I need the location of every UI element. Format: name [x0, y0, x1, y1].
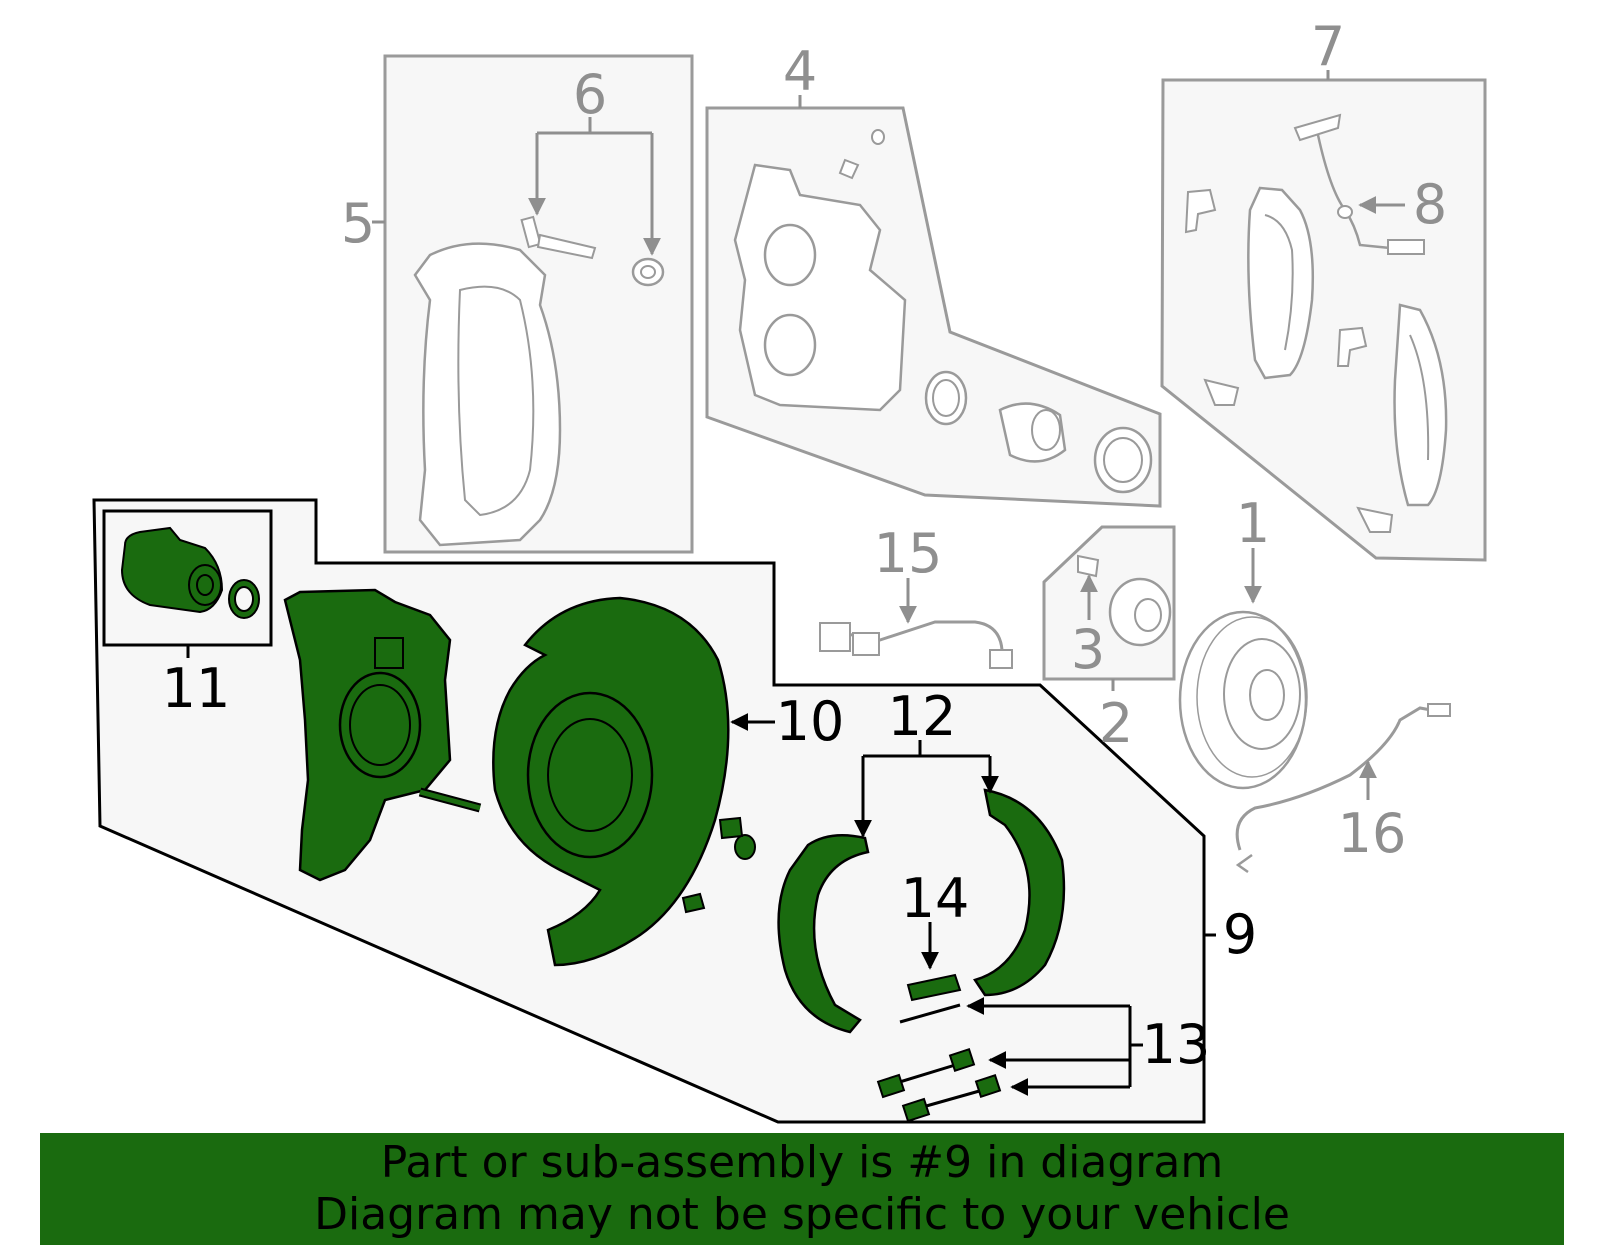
callout-3: 3	[1071, 618, 1105, 681]
info-banner: Part or sub-assembly is #9 in diagram Di…	[40, 1133, 1564, 1245]
adjuster-14	[899, 973, 962, 1024]
panel-4-caliper	[705, 106, 1162, 508]
callout-13: 13	[1142, 1013, 1211, 1076]
panel-5-caliper-bracket	[383, 54, 694, 554]
panel-7-pads	[1160, 78, 1487, 562]
speed-sensor-16	[1235, 703, 1451, 874]
dust-shield-10	[492, 596, 756, 967]
panel-2-hub	[1042, 525, 1176, 681]
callout-5: 5	[341, 192, 375, 255]
banner-line-2: Diagram may not be specific to your vehi…	[314, 1189, 1290, 1240]
callout-4: 4	[783, 40, 817, 103]
callout-16: 16	[1338, 802, 1407, 865]
callout-8: 8	[1413, 173, 1447, 236]
callout-6: 6	[573, 63, 607, 126]
callout-11: 11	[162, 657, 231, 720]
caliper-bracket-backing	[283, 588, 482, 882]
callout-10: 10	[776, 690, 845, 753]
springs-13	[876, 1048, 1002, 1123]
callout-labels: 1 2 3 4 5 6 7 8 9 10 11 12 13 14 15 16	[162, 15, 1448, 1076]
callout-1: 1	[1236, 492, 1270, 555]
callout-9: 9	[1223, 903, 1257, 966]
callout-15: 15	[874, 522, 943, 585]
rotor-1	[1178, 610, 1308, 790]
banner-line-1: Part or sub-assembly is #9 in diagram	[380, 1137, 1224, 1188]
callout-7: 7	[1311, 15, 1345, 78]
callout-12: 12	[888, 685, 957, 748]
brake-shoes-12	[777, 788, 1066, 1034]
callout-2: 2	[1099, 692, 1133, 755]
callout-14: 14	[901, 867, 970, 930]
hose-15	[819, 620, 1013, 669]
leader-lines	[186, 70, 1405, 1096]
panel-11-actuator	[102, 509, 273, 647]
